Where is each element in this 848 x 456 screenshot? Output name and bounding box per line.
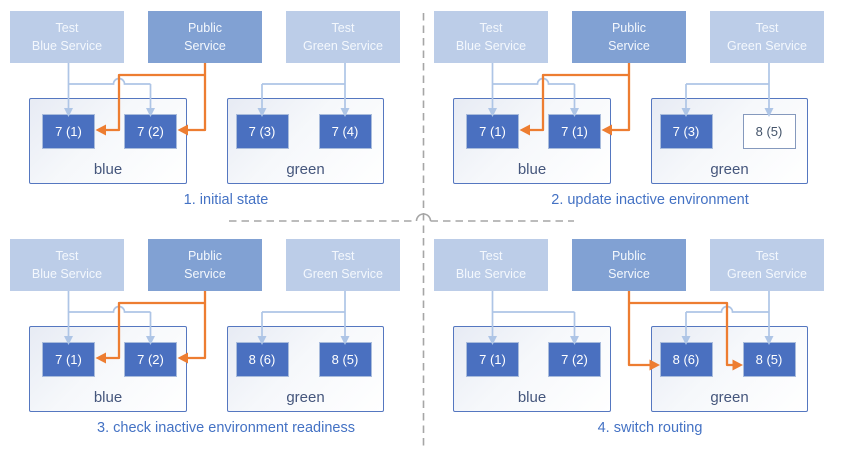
instance-box: 7 (2) [124, 342, 177, 377]
panel-4-switch-routing: Test Blue Service Public Service Test Gr… [424, 228, 848, 456]
instance-box: 8 (5) [318, 342, 372, 377]
test-blue-service-box: Test Blue Service [434, 11, 548, 63]
test-blue-service-box: Test Blue Service [10, 239, 124, 291]
test-green-service-box: Test Green Service [710, 239, 824, 291]
instance-box: 8 (5) [742, 342, 796, 377]
instance-box: 8 (6) [235, 342, 289, 377]
service-label-line: Green Service [303, 39, 383, 53]
service-label-line: Blue Service [31, 267, 103, 281]
service-label-line: Test [55, 20, 79, 35]
service-label-line: Test [331, 20, 355, 35]
step-caption: 4. switch routing [597, 420, 703, 436]
panel-3-check-inactive-environment-readiness: Test Blue Service Public Service Test Gr… [0, 228, 424, 456]
service-label-line: Blue Service [455, 267, 527, 281]
service-label-line: Green Service [727, 267, 807, 281]
green-environment-label: green [286, 389, 325, 406]
public-service-box: Public Service [572, 239, 686, 291]
instance-box: 7 (2) [548, 342, 601, 377]
service-label-line: Green Service [727, 39, 807, 53]
service-label-line: Blue Service [31, 39, 103, 53]
blue-environment-label: blue [517, 161, 547, 178]
blue-environment-label: blue [93, 389, 123, 406]
instance-box: 8 (6) [659, 342, 713, 377]
service-label-line: Public [611, 20, 647, 35]
step-caption: 2. update inactive environment [551, 192, 749, 208]
instance-box: 7 (1) [466, 114, 519, 149]
service-label-line: Test [55, 248, 79, 263]
service-label-line: Public [611, 248, 647, 263]
service-label-line: Service [184, 39, 226, 53]
public-service-box: Public Service [148, 239, 262, 291]
service-label-line: Service [184, 267, 226, 281]
panel-2-update-inactive-environment: Test Blue Service Public Service Test Gr… [424, 0, 848, 228]
step-caption: 1. initial state [183, 192, 269, 208]
instance-box: 8 (5) [742, 114, 796, 149]
service-label-line: Service [608, 267, 650, 281]
instance-box: 7 (1) [466, 342, 519, 377]
test-blue-service-box: Test Blue Service [434, 239, 548, 291]
blue-environment-label: blue [517, 389, 547, 406]
test-green-service-box: Test Green Service [286, 239, 400, 291]
instance-box: 7 (3) [659, 114, 713, 149]
instance-box: 7 (3) [235, 114, 289, 149]
service-label-line: Public [187, 248, 223, 263]
service-label-line: Public [187, 20, 223, 35]
public-service-box: Public Service [572, 11, 686, 63]
step-caption: 3. check inactive environment readiness [97, 420, 355, 436]
green-environment-label: green [710, 161, 749, 178]
service-label-line: Test [755, 248, 779, 263]
green-environment-label: green [710, 389, 749, 406]
service-label-line: Green Service [303, 267, 383, 281]
service-label-line: Test [755, 20, 779, 35]
service-label-line: Blue Service [455, 39, 527, 53]
panel-1-initial-state: Test Blue Service Public Service Test Gr… [0, 0, 424, 228]
green-environment-label: green [286, 161, 325, 178]
public-service-box: Public Service [148, 11, 262, 63]
service-label-line: Test [331, 248, 355, 263]
instance-box: 7 (2) [124, 114, 177, 149]
service-label-line: Test [479, 20, 503, 35]
instance-box: 7 (1) [42, 342, 95, 377]
test-green-service-box: Test Green Service [286, 11, 400, 63]
test-green-service-box: Test Green Service [710, 11, 824, 63]
blue-environment-label: blue [93, 161, 123, 178]
instance-box: 7 (1) [42, 114, 95, 149]
service-label-line: Service [608, 39, 650, 53]
instance-box: 7 (1) [548, 114, 601, 149]
instance-box: 7 (4) [318, 114, 372, 149]
test-blue-service-box: Test Blue Service [10, 11, 124, 63]
service-label-line: Test [479, 248, 503, 263]
